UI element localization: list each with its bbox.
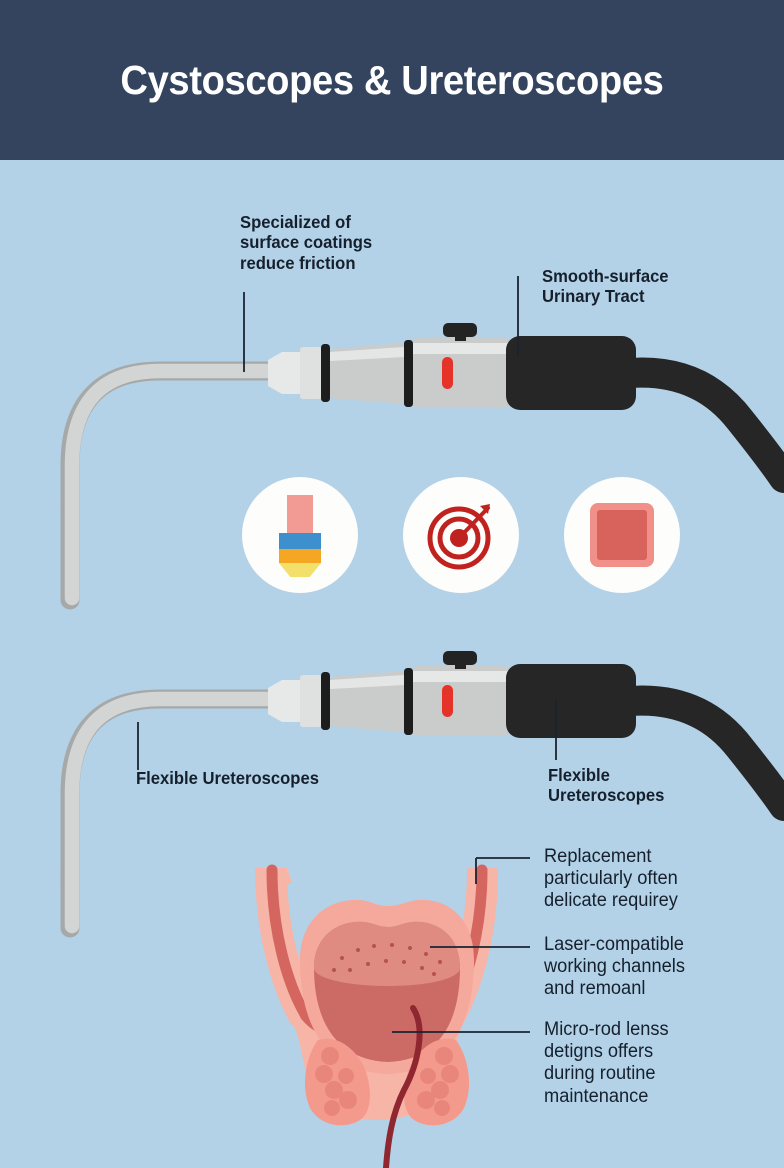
anatomy-mucosa-dots	[332, 943, 442, 976]
scope-top-button-stem	[455, 333, 466, 341]
scope-bottom-body-rear-highlight	[413, 671, 509, 682]
scope-bottom-button	[443, 651, 477, 665]
note-micro-rod-lens: Micro-rod lenss detigns offers during ro…	[544, 1019, 669, 1107]
page-header: Cystoscopes & Ureteroscopes	[0, 0, 784, 160]
scope-bottom-connector	[268, 680, 306, 722]
scope-bottom-band-2	[404, 668, 413, 735]
anatomy-left-ureter-lumen	[266, 864, 312, 1022]
scope-bottom-band-1	[321, 672, 330, 730]
scope-top-body-rear	[413, 338, 509, 408]
scope-bottom-collar	[300, 675, 322, 727]
label-flexible-ureteroscopes-right: Flexible Ureteroscopes	[548, 765, 665, 806]
anatomy-vesicle-bubbles	[315, 1047, 459, 1116]
scope-top	[60, 323, 784, 610]
note-replacement: Replacement particularly often delicate …	[544, 846, 678, 912]
scope-bottom-body-front-highlight	[330, 675, 404, 689]
scope-top-handle	[506, 336, 636, 410]
label-smooth-surface: Smooth-surface Urinary Tract	[542, 266, 669, 307]
scope-bottom-shaft-outline	[60, 689, 293, 938]
label-specialized-coatings: Specialized of surface coatings reduce f…	[240, 212, 373, 273]
feature-circle-brush[interactable]	[242, 477, 358, 593]
scope-bottom-indicator	[442, 685, 453, 717]
scope-bottom-body-rear	[413, 666, 509, 736]
target-arrow-icon	[427, 504, 491, 570]
bladder-prostate-diagram	[255, 864, 498, 1168]
note-laser-compatible: Laser-compatible working channels and re…	[544, 934, 685, 1000]
scope-bottom-handle	[506, 664, 636, 738]
scope-top-band-2	[404, 340, 413, 407]
page-title: Cystoscopes & Ureteroscopes	[120, 56, 664, 103]
leader-lines	[137, 276, 557, 1033]
square-icon	[590, 503, 654, 567]
scope-bottom-cable	[615, 685, 784, 821]
scope-top-shaft	[64, 363, 291, 606]
scope-top-band-1	[321, 344, 330, 402]
brush-icon	[279, 495, 321, 577]
feature-circle-square[interactable]	[564, 477, 680, 593]
scope-top-body-rear-highlight	[413, 343, 509, 354]
label-flexible-ureteroscopes-left: Flexible Ureteroscopes	[136, 768, 319, 788]
scope-bottom-button-stem	[455, 661, 466, 669]
scope-bottom-shaft	[64, 691, 291, 934]
scope-top-button	[443, 323, 477, 337]
scope-bottom	[60, 651, 784, 938]
scope-top-collar	[300, 347, 322, 399]
feature-circle-target[interactable]	[403, 477, 519, 593]
scope-top-indicator	[442, 357, 453, 389]
scope-top-cable	[615, 357, 784, 493]
anatomy-catheter	[383, 1005, 423, 1168]
scope-top-connector	[268, 352, 306, 394]
anatomy-bladder-dome	[314, 921, 460, 986]
scope-top-body-front-highlight	[330, 347, 404, 361]
